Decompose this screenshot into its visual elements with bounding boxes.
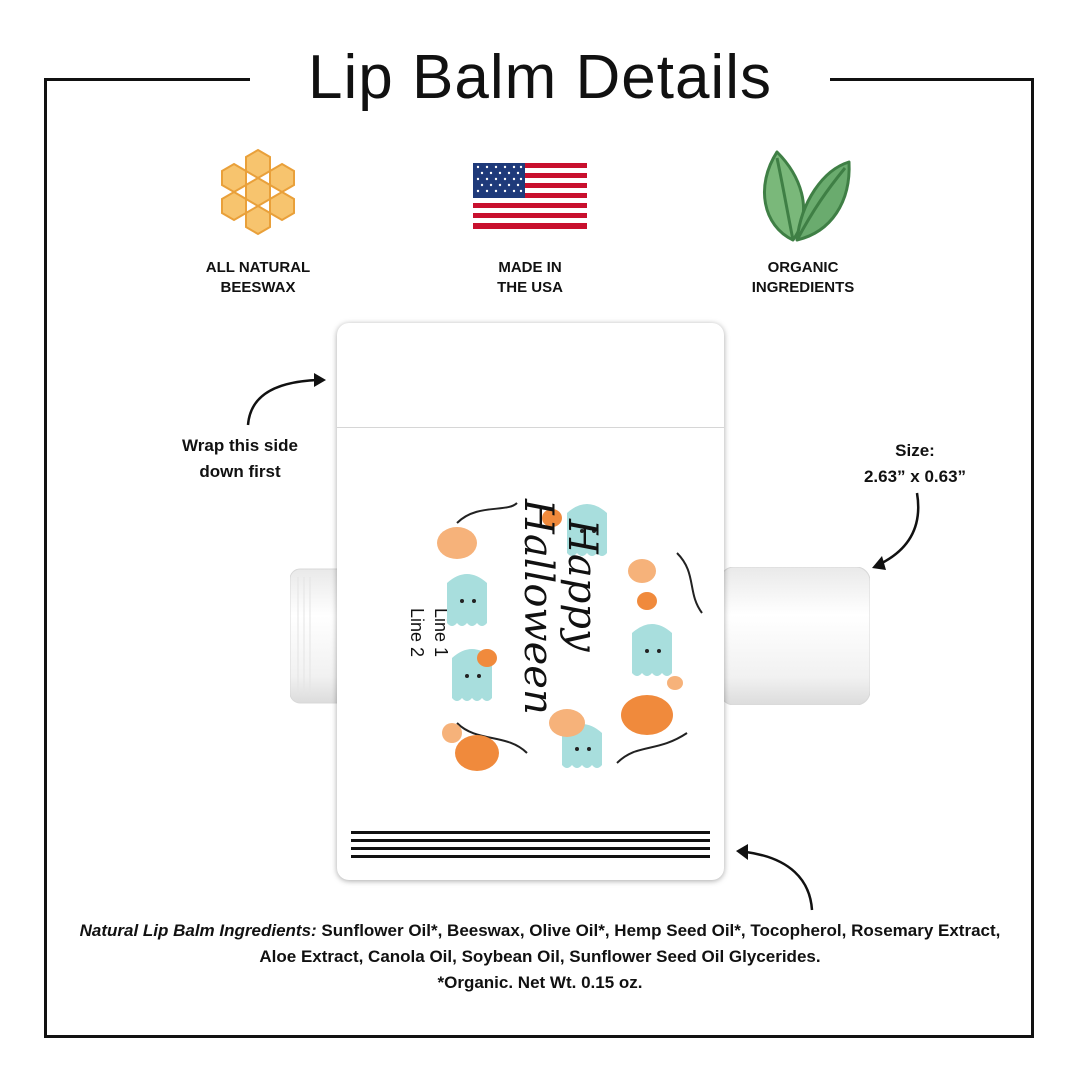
halloween-lettering: Halloween (515, 498, 561, 715)
honeycomb-icon (221, 148, 295, 236)
feature-organic: ORGANIC INGREDIENTS (703, 146, 903, 298)
arrow-wrap (246, 373, 326, 426)
arrow-size (872, 492, 920, 570)
label-stripes (351, 831, 710, 863)
page-title: Lip Balm Details (250, 38, 830, 118)
happy-lettering: Happy (559, 518, 605, 653)
fold-line (337, 427, 724, 428)
size-note: Size: 2.63” x 0.63” (863, 441, 967, 486)
arrow-stripes (736, 844, 814, 911)
ingredients-footnote: *Organic. Net Wt. 0.15 oz. (437, 973, 643, 992)
feature-beeswax: ALL NATURAL BEESWAX (158, 146, 358, 298)
ingredients-heading: Natural Lip Balm Ingredients: (79, 921, 317, 940)
leaves-icon (763, 150, 851, 242)
wrap-note: Wrap this side down first (182, 436, 298, 481)
feature-label-beeswax: ALL NATURAL BEESWAX (205, 259, 311, 296)
label-card: Line 1 Line 2 (337, 323, 724, 880)
halloween-wreath-illustration: Happy Halloween (437, 498, 703, 771)
lip-balm-tube (290, 567, 870, 705)
feature-label-organic: ORGANIC INGREDIENTS (751, 259, 855, 296)
feature-label-usa: MADE IN THE USA (497, 259, 563, 296)
ingredients-text: Natural Lip Balm Ingredients: Sunflower … (60, 918, 1020, 996)
ingredients-body: Sunflower Oil*, Beeswax, Olive Oil*, Hem… (259, 921, 1001, 966)
usa-flag-icon (473, 163, 587, 229)
feature-made-in-usa: MADE IN THE USA (430, 146, 630, 298)
